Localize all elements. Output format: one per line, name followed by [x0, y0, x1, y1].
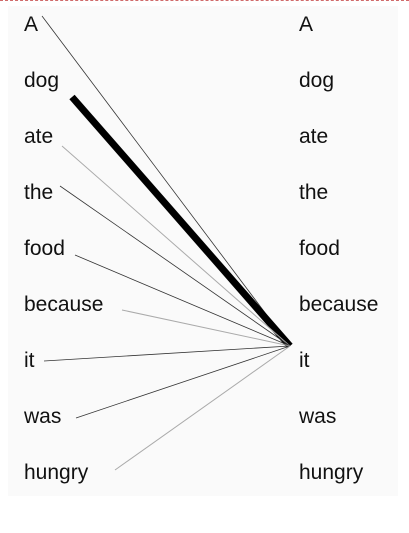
attention-line-A [41, 15, 291, 347]
left-word-hungry: hungry [24, 461, 89, 484]
right-word-ate: ate [299, 125, 329, 148]
right-word-food: food [299, 237, 340, 260]
attention-line-was [75, 345, 291, 419]
left-word-A: A [24, 13, 39, 36]
attention-line-it [43, 345, 291, 362]
left-word-food: food [24, 237, 65, 260]
right-word-the: the [299, 181, 329, 204]
right-word-dog: dog [299, 69, 335, 92]
right-word-was: was [299, 405, 337, 428]
dashed-top-border [0, 0, 409, 1]
left-word-the: the [24, 181, 54, 204]
attention-line-food [74, 254, 291, 347]
right-word-because: because [299, 293, 379, 316]
right-word-A: A [299, 13, 314, 36]
right-word-it: it [299, 349, 310, 372]
attention-line-dog [69, 94, 293, 349]
left-word-dog: dog [24, 69, 60, 92]
attention-line-the [59, 185, 291, 347]
attention-line-because [121, 309, 291, 347]
left-word-was: was [24, 405, 62, 428]
right-word-hungry: hungry [299, 461, 364, 484]
attention-line-ate [61, 145, 291, 347]
left-word-it: it [24, 349, 35, 372]
left-word-ate: ate [24, 125, 54, 148]
left-word-because: because [24, 293, 104, 316]
attention-line-hungry [114, 345, 291, 471]
